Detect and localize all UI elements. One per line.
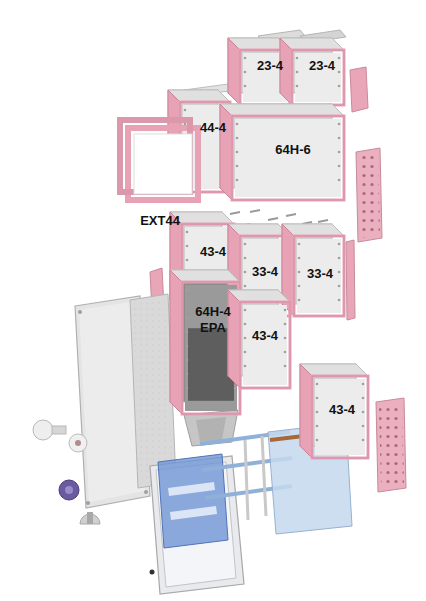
module-code: 33-4 [252,264,278,280]
rail-supports [245,436,266,520]
module-code: 43-4 [252,328,278,344]
module-code: 43-4 [329,402,355,418]
module-code: 43-4 [200,244,226,260]
module-code: 33-4 [307,266,333,282]
enclosure-module: 43-4 [300,364,368,458]
module-code: 44-4 [200,120,226,136]
panel-cutouts [168,482,217,520]
enclosure-module: 23-4 [280,38,344,105]
module-code: 23-4 [309,58,335,74]
base-gland [196,417,226,442]
module-code: 64H-4 EPA [189,304,237,335]
screw [150,570,155,575]
module-code: 23-4 [257,58,283,74]
side-panel [350,67,368,112]
module-code: EXT44 [140,213,180,229]
module-code: 64H-6 [275,142,310,158]
enclosure-module: EXT44 [120,120,204,226]
module-shape [120,120,204,226]
panel-holes [379,403,404,488]
enclosure-module: 64H-6 [220,104,344,200]
panel-holes [359,153,380,238]
side-strip [346,240,355,320]
inner-cover [130,294,176,488]
door-locks [33,420,100,524]
perforated-panel [376,398,406,492]
perforated-panel [356,148,382,242]
enclosure-module: 43-4 [228,290,290,388]
cover-texture [133,298,173,484]
